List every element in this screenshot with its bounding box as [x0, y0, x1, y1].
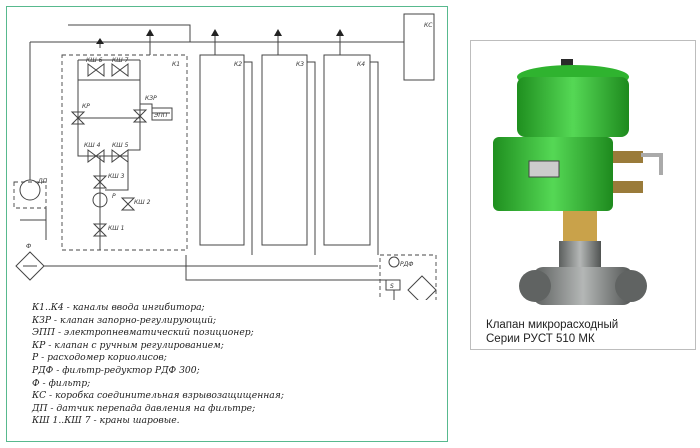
actuator-body: [517, 77, 629, 137]
outlet-port: [615, 270, 647, 302]
ksh4-label: КШ 4: [84, 142, 101, 149]
rdf-label: РДФ: [400, 261, 413, 268]
dp-lines: [20, 208, 47, 240]
tubing: [641, 153, 663, 175]
ks-box: [403, 13, 435, 81]
k3-label: К3: [296, 61, 304, 68]
valve-body: [533, 267, 633, 305]
valve-ksh3: [92, 175, 108, 189]
k1-arrow: [146, 29, 154, 55]
scheme-frame: [6, 6, 448, 442]
legend-line: КР - клапан с ручным регулированием;: [32, 339, 224, 351]
valve-ksh7: [111, 63, 129, 77]
valve-ksh6: [87, 63, 105, 77]
center-feed: [77, 118, 128, 250]
kzr-label: КЗР: [145, 95, 157, 102]
k1-label: К1: [172, 61, 180, 68]
valve-photo-frame: [470, 40, 696, 350]
p-label: Р: [112, 193, 116, 200]
legend-line: К1..К4 - каналы ввода ингибитора;: [32, 302, 205, 313]
epp-label: ЭПП: [153, 112, 168, 119]
k4-label: К4: [357, 61, 365, 68]
rdf-s-box: [385, 279, 401, 291]
hydraulic-scheme: КС К1 К2 К3 К4 КШ 6 КШ 7 КР КЗР: [13, 13, 437, 300]
cable-gland-1: [613, 151, 643, 163]
k2-label: К2: [234, 61, 242, 68]
valve-ksh1: [92, 223, 108, 237]
inlet-port: [519, 270, 551, 302]
legend-line: ДП - датчик перепада давления на фильтре…: [32, 402, 256, 414]
legend-line: РДФ - фильтр-редуктор РДФ 300;: [32, 364, 200, 376]
channel-k4: [323, 29, 379, 255]
ks-label: КС: [424, 22, 433, 29]
caption-line-2: Серии РУСТ 510 МК: [486, 333, 595, 345]
nameplate: [528, 160, 560, 178]
legend-line: КЗР - клапан запорно-регулирующий;: [32, 314, 217, 326]
channel-k3: [261, 29, 316, 255]
ksh5-label: КШ 5: [112, 142, 129, 149]
bonnet: [559, 241, 601, 267]
caption-line-1: Клапан микрорасходный: [486, 319, 619, 331]
legend-line: Р - расходомер кориолисов;: [32, 352, 167, 364]
rdf-gauge: [388, 256, 400, 268]
bottom-lines: [44, 255, 394, 281]
filter-f: [15, 251, 45, 281]
valve-photo: [493, 59, 663, 305]
yoke: [563, 211, 597, 241]
legend: К1..К4 - каналы ввода ингибитора;КЗР - к…: [32, 302, 432, 428]
flowmeter: [92, 192, 108, 208]
rdf-filter: [407, 275, 437, 300]
kr-label: КР: [82, 103, 90, 110]
valve-kzr: [132, 109, 148, 123]
dp-frame: [13, 181, 47, 209]
legend-line: КШ 1..КШ 7 - краны шаровые.: [32, 415, 180, 427]
ksh3-label: КШ 3: [108, 173, 125, 180]
ksh7-label: КШ 7: [112, 57, 129, 64]
photo-caption: Клапан микрорасходный Серии РУСТ 510 МК: [486, 318, 686, 346]
ksh2-label: КШ 2: [134, 199, 151, 206]
rdf-out: [393, 290, 395, 300]
channel-k2: [199, 29, 253, 255]
legend-line: КС - коробка соединительная взрывозащище…: [32, 390, 284, 402]
upper-line: [68, 24, 191, 42]
legend-line: ЭПП - электропневматический позиционер;: [32, 327, 254, 339]
epp-box: [151, 107, 173, 121]
channel-k1: [61, 54, 188, 251]
ksh1-label: КШ 1: [108, 225, 124, 232]
valve-ksh2: [120, 197, 136, 211]
legend-line: Ф - фильтр;: [32, 377, 91, 389]
ksh6-label: КШ 6: [86, 57, 103, 64]
cable-gland-2: [613, 181, 643, 193]
f-label: Ф: [26, 243, 31, 250]
dp-label: ДП: [37, 178, 48, 185]
s-label: S: [390, 283, 394, 290]
dp-sensor: [19, 179, 41, 201]
